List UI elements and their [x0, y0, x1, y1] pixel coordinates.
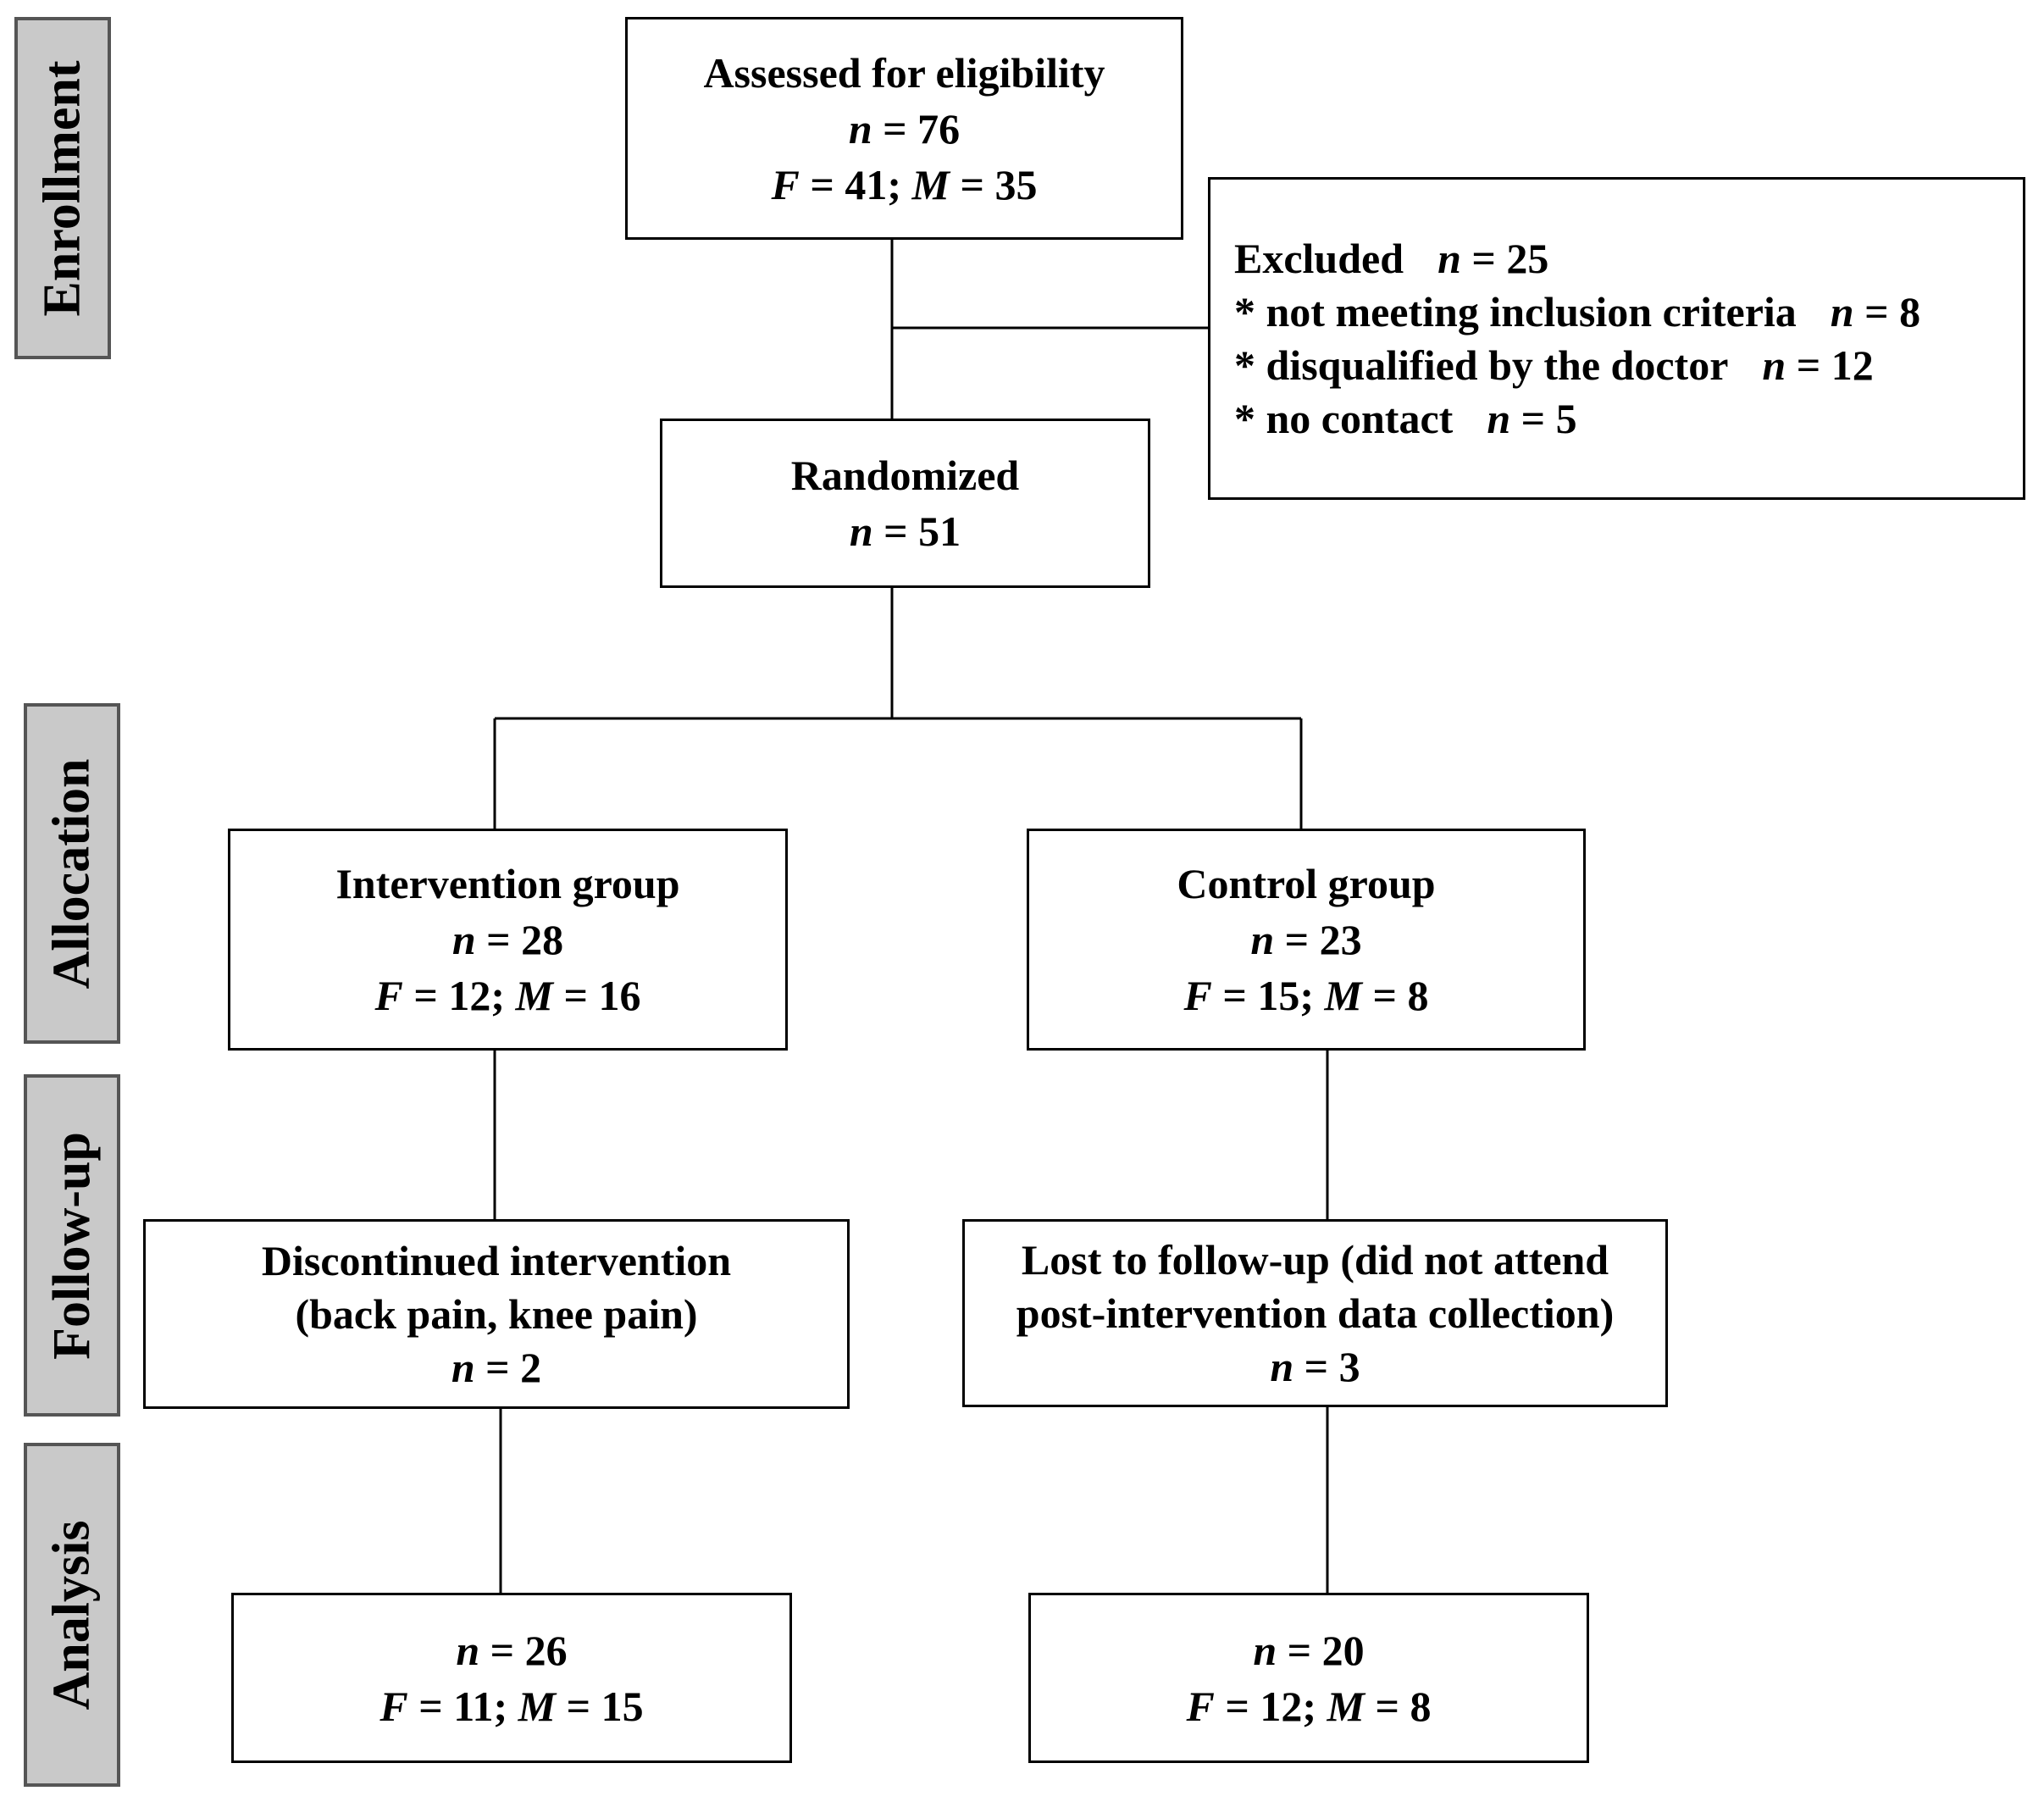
control-title: Control group	[1177, 860, 1436, 907]
analysis-control-sex: F = 12; M = 8	[1186, 1682, 1432, 1730]
intervention-title: Intervention group	[335, 860, 680, 907]
discontinued-line1: Discontinued intervention	[261, 1236, 732, 1284]
intervention-sex: F = 12; M = 16	[374, 972, 641, 1019]
stage-label-allocation: Allocation	[24, 703, 120, 1044]
intervention-group-box: Intervention group n = 28 F = 12; M = 16	[228, 829, 788, 1051]
analysis-intervention-n: n = 26	[456, 1626, 568, 1674]
discontinued-box: Discontinued intervention (back pain, kn…	[143, 1219, 850, 1409]
control-sex: F = 15; M = 8	[1183, 972, 1429, 1019]
analysis-intervention-box: n = 26 F = 11; M = 15	[231, 1593, 792, 1763]
randomized-title: Randomized	[790, 452, 1020, 499]
randomized-n: n = 51	[849, 507, 961, 555]
stage-enrollment-text: Enrollment	[33, 60, 91, 316]
eligibility-n: n = 76	[848, 104, 961, 152]
stage-label-follow-up: Follow-up	[24, 1074, 120, 1417]
analysis-control-n: n = 20	[1253, 1626, 1365, 1674]
randomized-box: Randomized n = 51	[660, 419, 1150, 588]
stage-allocation-text: Allocation	[42, 757, 101, 990]
control-group-box: Control group n = 23 F = 15; M = 8	[1027, 829, 1586, 1051]
stage-follow-up-text: Follow-up	[42, 1131, 101, 1360]
lost-line1: Lost to follow-up (did not attend	[1021, 1235, 1609, 1284]
analysis-control-box: n = 20 F = 12; M = 8	[1028, 1593, 1589, 1763]
lost-to-follow-up-box: Lost to follow-up (did not attend post-i…	[962, 1219, 1668, 1407]
intervention-n: n = 28	[451, 916, 564, 963]
lost-line2: post-intervention data collection)	[1016, 1289, 1615, 1337]
lost-n: n = 3	[1270, 1342, 1360, 1390]
discontinued-line2: (back pain, knee pain)	[295, 1289, 698, 1338]
eligibility-title: Assessed for eligibility	[703, 48, 1105, 97]
stage-analysis-text: Analysis	[42, 1520, 101, 1710]
stage-label-analysis: Analysis	[24, 1443, 120, 1787]
control-n: n = 23	[1250, 916, 1362, 963]
stage-label-enrollment: Enrollment	[14, 17, 111, 359]
analysis-intervention-sex: F = 11; M = 15	[379, 1682, 644, 1730]
discontinued-n: n = 2	[451, 1343, 542, 1391]
eligibility-sex: F = 41; M = 35	[771, 160, 1038, 208]
eligibility-box: Assessed for eligibility n = 76 F = 41; …	[625, 17, 1183, 240]
